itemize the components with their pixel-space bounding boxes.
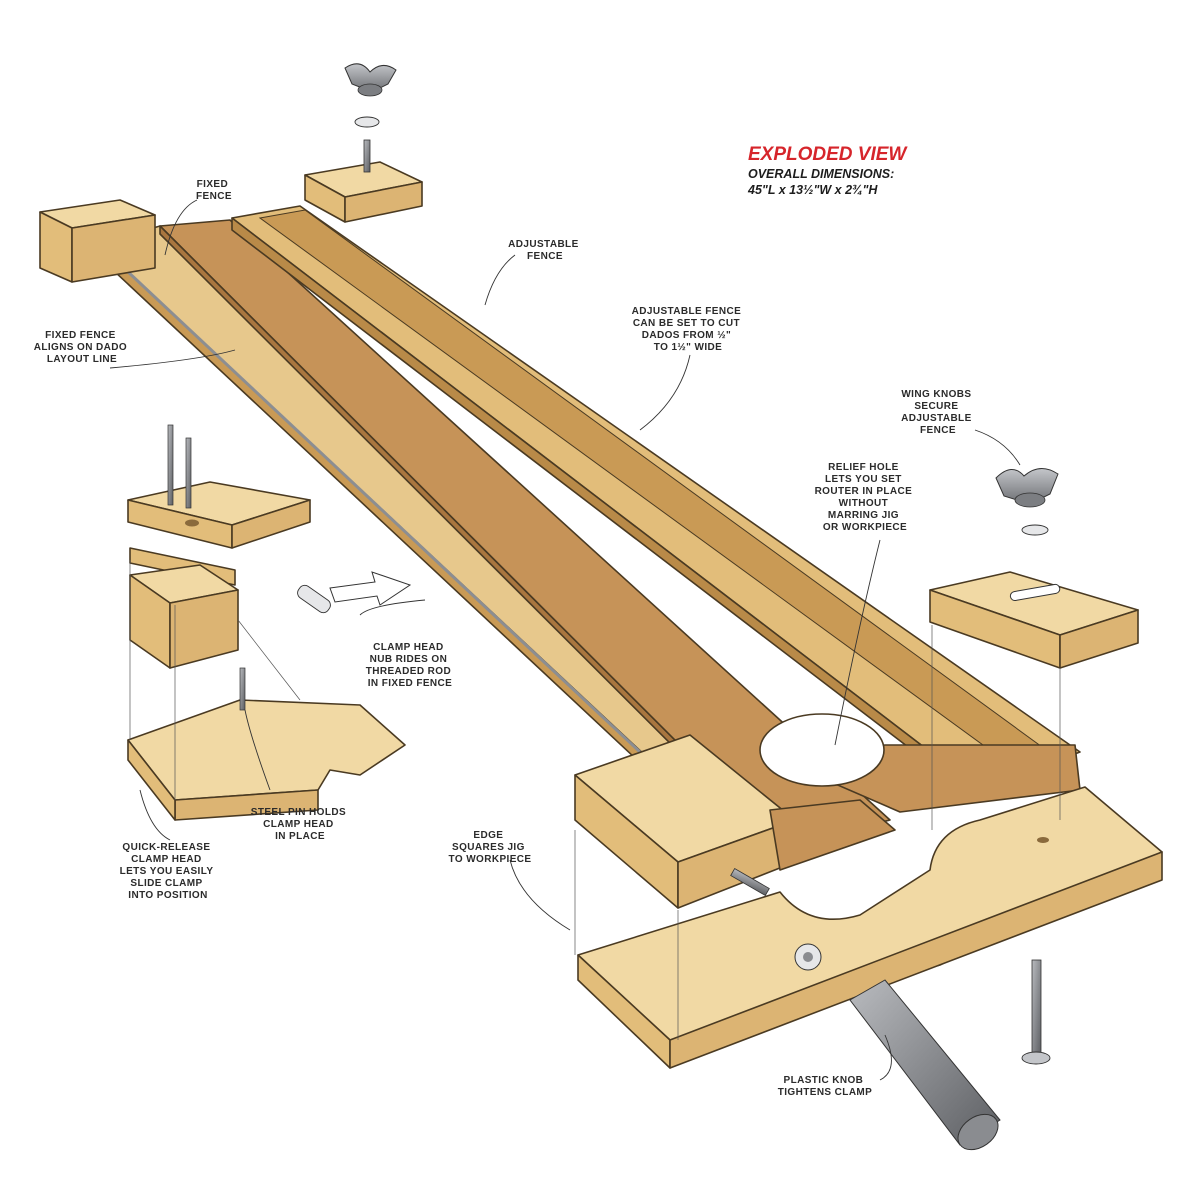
front-cross-plate: [577, 786, 1163, 1069]
title-block: EXPLODED VIEW OVERALL DIMENSIONS: 45"L x…: [747, 144, 908, 197]
carriage-bolt: [1021, 959, 1051, 1065]
callout-adjustable-fence-range: ADJUSTABLE FENCE CAN BE SET TO CUT DADOS…: [632, 306, 745, 353]
slide-direction-arrow: [329, 571, 412, 606]
callout-wing-knobs: WING KNOBS SECURE ADJUSTABLE FENCE: [901, 389, 975, 436]
front-hardboard-tongue: [769, 799, 896, 871]
clamp-head-top-plate: [127, 481, 311, 549]
callout-quick-release: QUICK-RELEASE CLAMP HEAD LETS YOU EASILY…: [120, 842, 217, 901]
dimensions-value: 45"L x 13½"W x 2¾"H: [747, 183, 878, 197]
dimensions-label: OVERALL DIMENSIONS:: [748, 167, 894, 181]
right-wing-knob-assembly: [995, 468, 1059, 536]
plastic-knob: [849, 979, 1001, 1151]
leader-lines: [109, 199, 1061, 1081]
callout-fixed-fence-aligns: FIXED FENCE ALIGNS ON DADO LAYOUT LINE: [34, 330, 131, 365]
callout-relief-hole: RELIEF HOLE LETS YOU SET ROUTER IN PLACE…: [815, 462, 916, 533]
fixed-fence-end-block: [39, 199, 156, 283]
callout-adjustable-fence: ADJUSTABLE FENCE: [508, 239, 582, 262]
clamp-head-body: [129, 564, 239, 669]
callout-steel-pin: STEEL PIN HOLDS CLAMP HEAD IN PLACE: [251, 807, 349, 842]
top-wing-knob-assembly: [344, 63, 397, 173]
callout-plastic-knob: PLASTIC KNOB TIGHTENS CLAMP: [778, 1075, 873, 1098]
clamp-head-screws: [167, 424, 192, 509]
clamp-base-plate: [127, 667, 406, 821]
fixed-fence-front-block: [574, 734, 796, 909]
clamp-head-nub: [297, 584, 331, 614]
callout-edge-squares: EDGE SQUARES JIG TO WORKPIECE: [449, 830, 532, 865]
title-heading: EXPLODED VIEW: [748, 144, 908, 165]
threaded-rod: [730, 867, 770, 897]
callout-fixed-fence: FIXED FENCE: [196, 179, 232, 202]
callout-clamp-head-nub: CLAMP HEAD NUB RIDES ON THREADED ROD IN …: [366, 642, 455, 689]
adjustable-fence-end-block: [304, 161, 423, 223]
relief-hole: [759, 713, 885, 787]
adjustable-fence-clamp-block: [929, 571, 1139, 669]
